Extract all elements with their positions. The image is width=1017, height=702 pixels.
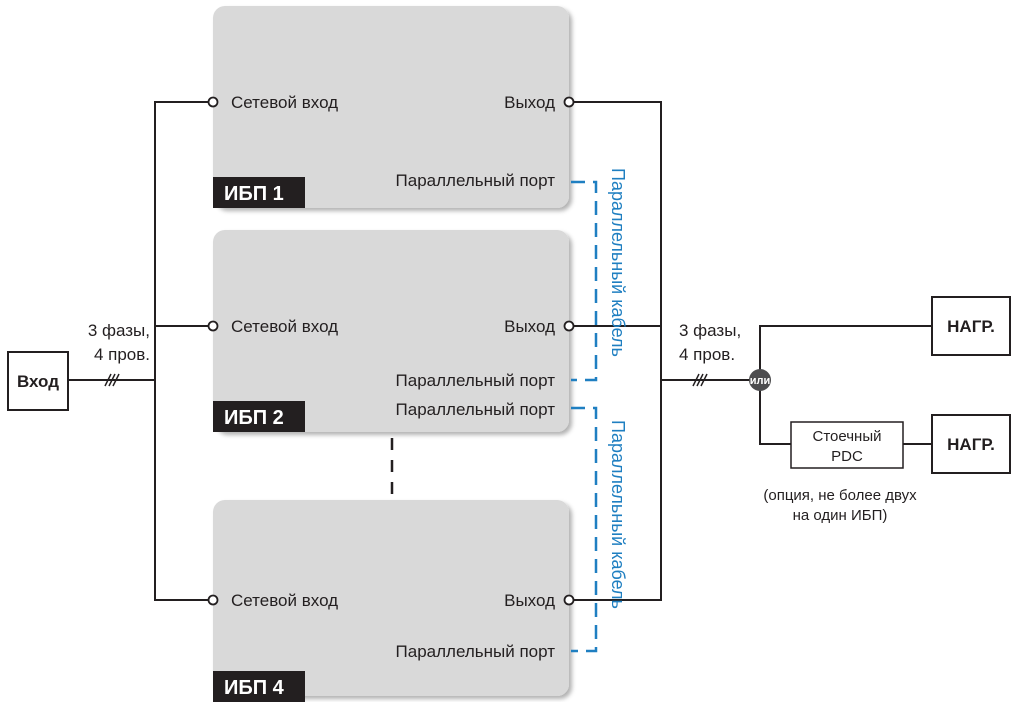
ups-4-tag-bg <box>213 671 305 702</box>
ups-4-tag: ИБП 4 <box>224 677 285 699</box>
ups-1-output-label: Выход <box>504 93 555 112</box>
output-hash-marks <box>692 373 708 387</box>
load-2-label: НАГР. <box>947 435 995 454</box>
ups-2-mains-label: Сетевой вход <box>231 317 338 336</box>
input-cable-label-2: 4 пров. <box>94 345 150 364</box>
ups-2-tag-bg <box>213 401 305 432</box>
input-block <box>7 351 69 411</box>
load-2-box <box>931 414 1011 474</box>
parallel-cable-1-label: Параллельный кабель <box>608 168 628 357</box>
pdc-box <box>790 421 904 469</box>
ups-4-mains-port <box>207 594 219 606</box>
ups-1-tag: ИБП 1 <box>224 183 284 205</box>
ups-2-mains-port <box>207 320 219 332</box>
ups-1-mains-port <box>207 96 219 108</box>
load-1-label: НАГР. <box>947 317 995 336</box>
output-cable-label-1: 3 фазы, <box>679 321 741 340</box>
ups-1-output-port <box>563 96 575 108</box>
pdc-label-1: Стоечный <box>813 428 882 445</box>
input-hash-marks <box>104 373 120 387</box>
or-node-label: или <box>750 375 771 387</box>
ups-4-output-label: Выход <box>504 591 555 610</box>
parallel-cable-1 <box>571 180 598 382</box>
parallel-cable-2 <box>571 406 598 653</box>
ups-1-tag-bg <box>213 177 305 208</box>
ups-2-output-label: Выход <box>504 317 555 336</box>
ups-2-tag: ИБП 2 <box>224 407 284 429</box>
ups-2-box <box>213 230 569 432</box>
ups-4-mains-label: Сетевой вход <box>231 591 338 610</box>
ups-2-output-port <box>563 320 575 332</box>
pdc-note-1: (опция, не более двух <box>763 487 917 504</box>
ups-2-parallel-port-label-b: Параллельный порт <box>396 400 556 419</box>
pdc-label-2: PDC <box>831 448 863 465</box>
input-block-label: Вход <box>17 372 59 391</box>
input-cable-label-1: 3 фазы, <box>88 321 150 340</box>
ups-1-box <box>213 6 569 208</box>
ups-1-parallel-port-label: Параллельный порт <box>396 171 556 190</box>
ups-4-parallel-port-label: Параллельный порт <box>396 642 556 661</box>
load-1-box <box>931 296 1011 356</box>
output-bus <box>569 101 932 601</box>
ups-4-box <box>213 500 569 696</box>
pdc-note-2: на один ИБП) <box>793 507 888 524</box>
or-node <box>749 369 771 391</box>
parallel-cable-2-label: Параллельный кабель <box>608 420 628 609</box>
ups-2-parallel-port-label-a: Параллельный порт <box>396 371 556 390</box>
ups-4-output-port <box>563 594 575 606</box>
output-cable-label-2: 4 пров. <box>679 345 735 364</box>
ups-1-mains-label: Сетевой вход <box>231 93 338 112</box>
